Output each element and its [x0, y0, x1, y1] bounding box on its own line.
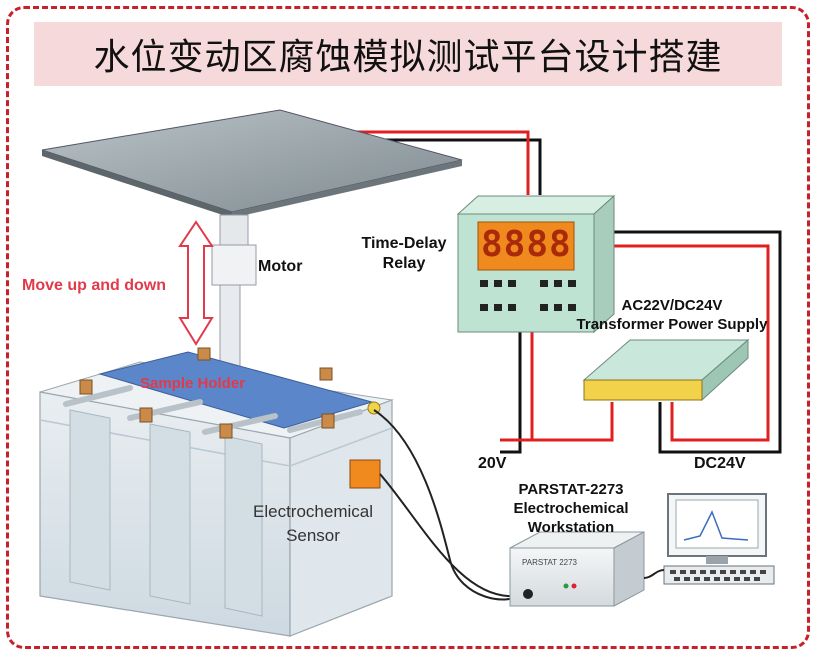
- sensor-label-line2: Sensor: [286, 526, 340, 545]
- clamps: [79, 347, 335, 439]
- workstation-label-line1: PARSTAT-2273: [518, 481, 624, 498]
- 20v-label: 20V: [478, 455, 507, 472]
- power-label-line1: AC22V/DC24V: [621, 297, 723, 314]
- top-plate: [41, 109, 463, 213]
- device-label: PARSTAT 2273: [522, 558, 577, 567]
- relay-label: Time-Delay Relay: [354, 234, 454, 274]
- computer: [663, 493, 775, 585]
- power-supply-label: AC22V/DC24V Transformer Power Supply: [562, 296, 782, 334]
- power-label-line2: Transformer Power Supply: [576, 316, 768, 333]
- electrochemical-sensor-box: [349, 459, 381, 489]
- relay-display: 8888: [481, 224, 572, 265]
- workstation-label: PARSTAT-2273 Electrochemical Workstation: [496, 480, 646, 537]
- relay-label-line2: Relay: [382, 255, 426, 272]
- title-banner: 水位变动区腐蚀模拟测试平台设计搭建: [34, 22, 782, 86]
- red-wires: [280, 130, 770, 442]
- transformer-power-supply: [582, 338, 750, 402]
- up-down-arrow-icon: [178, 220, 214, 346]
- workstation-label-line3: Workstation: [527, 519, 615, 536]
- sensor-label: Electrochemical Sensor: [228, 500, 398, 548]
- sample-holder-label: Sample Holder: [140, 375, 246, 392]
- page-title: 水位变动区腐蚀模拟测试平台设计搭建: [93, 37, 723, 78]
- motor-label: Motor: [258, 258, 303, 275]
- time-delay-relay: [456, 194, 616, 334]
- parstat-workstation: [509, 531, 645, 607]
- sensor-cable-2: [379, 473, 516, 598]
- sensor-cable: [373, 409, 521, 601]
- dashed-frame: [6, 6, 810, 649]
- relay-label-line1: Time-Delay: [361, 235, 447, 252]
- electrode-plates: [69, 409, 263, 617]
- dc24v-label: DC24V: [694, 455, 746, 472]
- black-wires: [320, 138, 782, 454]
- workstation-label-line2: Electrochemical: [513, 500, 629, 517]
- sensor-label-line1: Electrochemical: [253, 502, 373, 521]
- move-up-down-label: Move up and down: [22, 277, 166, 294]
